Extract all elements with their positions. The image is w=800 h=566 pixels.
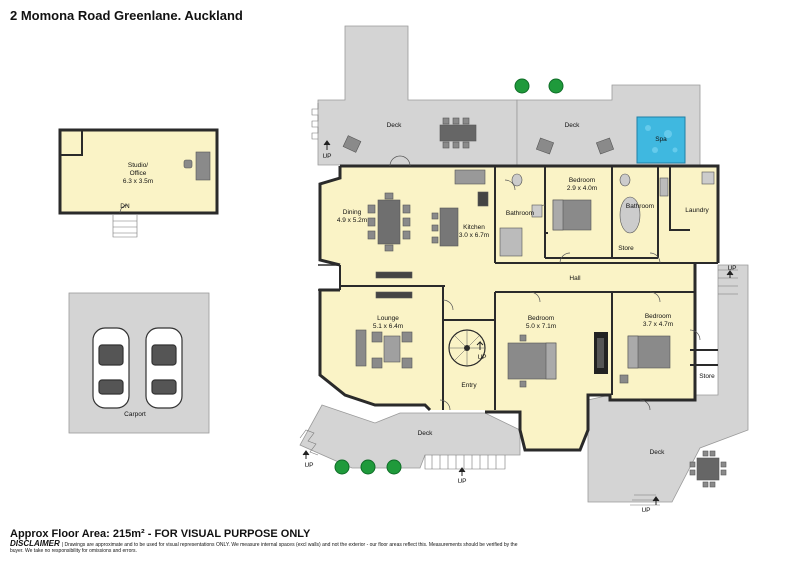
disclaimer-heading: DISCLAIMER xyxy=(10,539,60,548)
house-walls xyxy=(318,164,720,452)
page-title: 2 Momona Road Greenlane. Auckland xyxy=(10,8,243,23)
store2-label: Store xyxy=(699,373,715,380)
house-floor xyxy=(320,166,718,450)
studio-dims: 6.3 x 3.5m xyxy=(123,178,153,185)
floor-area: Approx Floor Area: 215m² - FOR VISUAL PU… xyxy=(10,528,311,540)
disclaimer: DISCLAIMER| Drawings are approximate and… xyxy=(10,539,530,555)
dining-bay xyxy=(320,178,340,265)
kitchen-dims: 3.0 x 6.7m xyxy=(459,232,489,239)
interior-walls xyxy=(339,166,718,410)
spa xyxy=(636,116,686,164)
deck-front xyxy=(299,404,521,469)
deck-east-label: Deck xyxy=(650,449,666,456)
spa-label: Spa xyxy=(655,136,667,143)
bedroom2-dims: 5.0 x 7.1m xyxy=(526,323,556,330)
dining-label: Dining xyxy=(343,209,362,216)
bedroom3-label: Bedroom xyxy=(645,313,671,320)
up-label-front: UP xyxy=(457,478,466,485)
dining-dims: 4.9 x 5.2m xyxy=(337,217,367,224)
deck-steps xyxy=(112,103,738,506)
deck-front-label: Deck xyxy=(418,430,434,437)
up-arrows xyxy=(302,140,734,505)
plants xyxy=(334,78,564,475)
studio-label: Studio/ xyxy=(128,162,148,169)
hall-label: Hall xyxy=(569,275,581,282)
studio-label-2: Office xyxy=(130,170,147,177)
kitchen-label: Kitchen xyxy=(463,224,485,231)
bedroom2-label: Bedroom xyxy=(528,315,554,322)
up-label-north: UP xyxy=(322,153,331,160)
lounge-dims: 5.1 x 6.4m xyxy=(373,323,403,330)
spiral-stair xyxy=(448,329,486,367)
lounge-label: Lounge xyxy=(377,315,399,322)
up-label-east: UP xyxy=(727,265,736,272)
furniture xyxy=(183,117,727,488)
bathroom2-label: Bathroom xyxy=(626,203,654,210)
deck-north-right-label: Deck xyxy=(565,122,581,129)
up-label-spiral: UP xyxy=(477,354,486,361)
carport-label: Carport xyxy=(124,411,146,418)
cars xyxy=(92,327,183,409)
laundry-label: Laundry xyxy=(685,207,709,214)
carport xyxy=(68,292,210,434)
bathroom1-label: Bathroom xyxy=(506,210,534,217)
studio-dn-label: DN xyxy=(120,203,130,210)
studio-floor xyxy=(60,130,217,213)
bedroom3-dims: 3.7 x 4.7m xyxy=(643,321,673,328)
bedroom1-label: Bedroom xyxy=(569,177,595,184)
entry-label: Entry xyxy=(461,382,477,389)
up-label-southeast: UP xyxy=(641,507,650,514)
bedroom1-dims: 2.9 x 4.0m xyxy=(567,185,597,192)
deck-north-left-label: Deck xyxy=(387,122,403,129)
disclaimer-text: | Drawings are approximate and to be use… xyxy=(10,542,518,554)
studio-walls xyxy=(58,128,219,215)
up-label-front-left: UP xyxy=(304,462,313,469)
store1-label: Store xyxy=(618,245,634,252)
